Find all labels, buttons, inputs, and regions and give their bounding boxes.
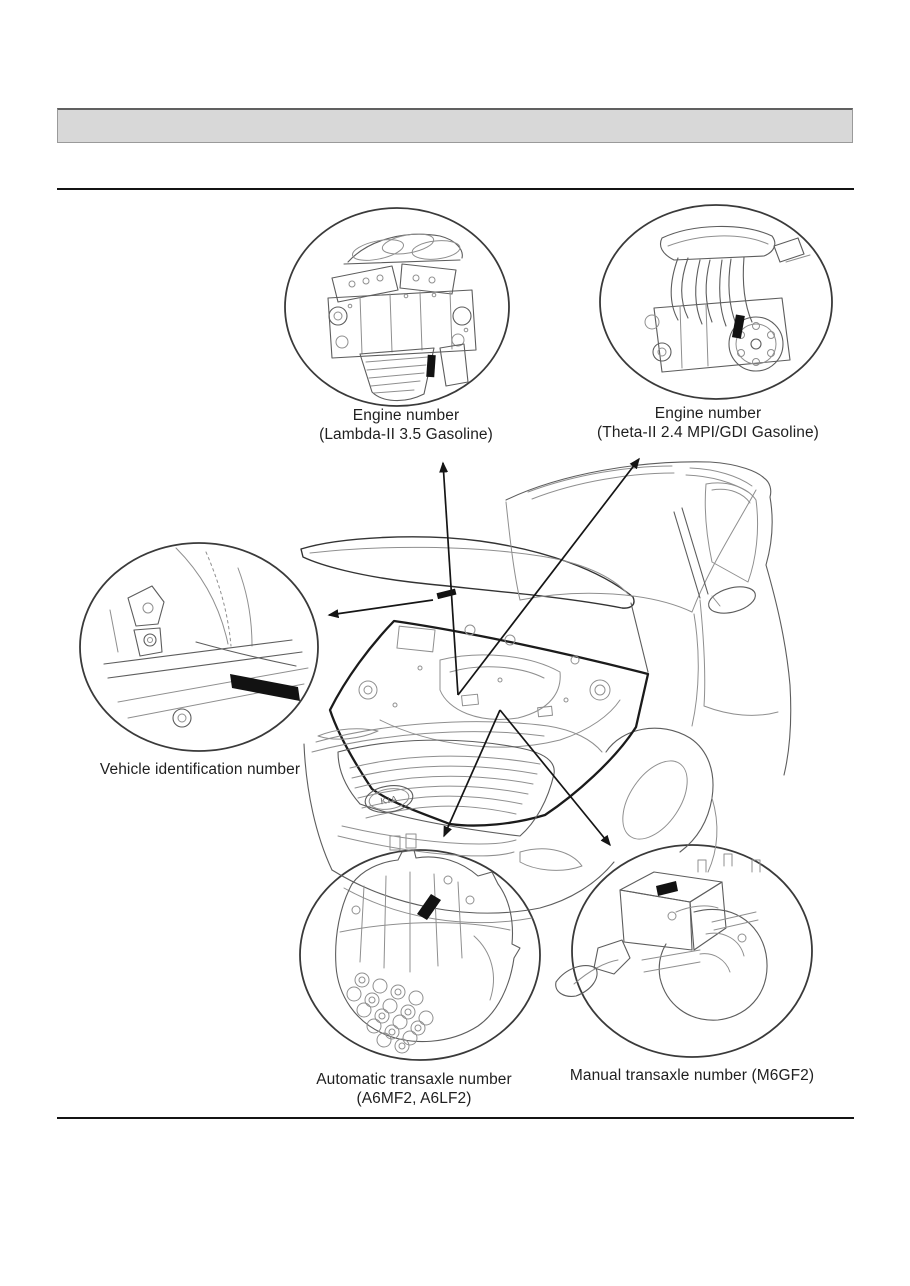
- arrow-to-vin-circle: [327, 599, 434, 619]
- kia-badge: KIA: [364, 785, 414, 813]
- vin-location-marker: [230, 674, 300, 701]
- vin-location-drawing: [103, 547, 309, 728]
- engine-theta-label-line1: Engine number: [654, 405, 762, 422]
- engine-lambda-drawing: [327, 233, 477, 402]
- engine-lambda-callout-circle: [284, 207, 510, 407]
- arrow-to-theta-engine: [457, 457, 640, 696]
- auto-transaxle-label-line1: Automatic transaxle number: [316, 1071, 512, 1088]
- section-header-bar: [57, 108, 853, 143]
- top-rule: [57, 188, 854, 190]
- vin-callout-circle: [79, 542, 319, 752]
- auto-transaxle-number-marker: [417, 894, 441, 920]
- engine-bay-components: [358, 624, 621, 748]
- engine-lambda-label: Engine number (Lambda-II 3.5 Gasoline): [276, 406, 536, 444]
- valve-body-bolts: [346, 972, 434, 1054]
- grille-slats: [349, 755, 541, 819]
- manual-transaxle-drawing: [555, 853, 768, 1021]
- kia-badge-text: KIA: [380, 794, 399, 807]
- auto-transaxle-label-line2: (A6MF2, A6LF2): [356, 1090, 472, 1107]
- vin-plate-cowl-marker: [436, 588, 457, 600]
- manual-transaxle-label-line1: Manual transaxle number (M6GF2): [569, 1067, 815, 1084]
- auto-transaxle-drawing: [335, 833, 521, 1054]
- manual-transaxle-label: Manual transaxle number (M6GF2): [527, 1066, 857, 1085]
- engine-theta-callout-circle: [599, 204, 833, 400]
- manual-transaxle-callout-circle: [571, 844, 813, 1058]
- car-drawing: KIA: [300, 461, 792, 924]
- manual-transaxle-number-marker: [656, 881, 678, 896]
- arrow-to-auto-transaxle: [443, 709, 501, 838]
- callout-circles: [79, 204, 833, 1061]
- arrow-to-manual-transaxle: [499, 709, 611, 847]
- vin-label-line1: Vehicle identification number: [99, 761, 301, 778]
- engine-theta-label-line2: (Theta-II 2.4 MPI/GDI Gasoline): [597, 424, 819, 441]
- engine-number-location-marker-theta: [731, 314, 745, 339]
- vin-label: Vehicle identification number: [70, 760, 330, 779]
- arrow-to-lambda-engine: [439, 461, 459, 696]
- bottom-rule: [57, 1117, 854, 1119]
- engine-theta-drawing: [644, 225, 811, 373]
- engine-lambda-label-line2: (Lambda-II 3.5 Gasoline): [319, 426, 493, 443]
- engine-theta-label: Engine number (Theta-II 2.4 MPI/GDI Gaso…: [553, 404, 863, 442]
- engine-lambda-label-line1: Engine number: [352, 407, 460, 424]
- engine-number-location-marker-lambda: [426, 354, 436, 378]
- auto-transaxle-label: Automatic transaxle number (A6MF2, A6LF2…: [284, 1070, 544, 1108]
- auto-transaxle-callout-circle: [299, 849, 541, 1061]
- callout-arrows: [327, 457, 640, 847]
